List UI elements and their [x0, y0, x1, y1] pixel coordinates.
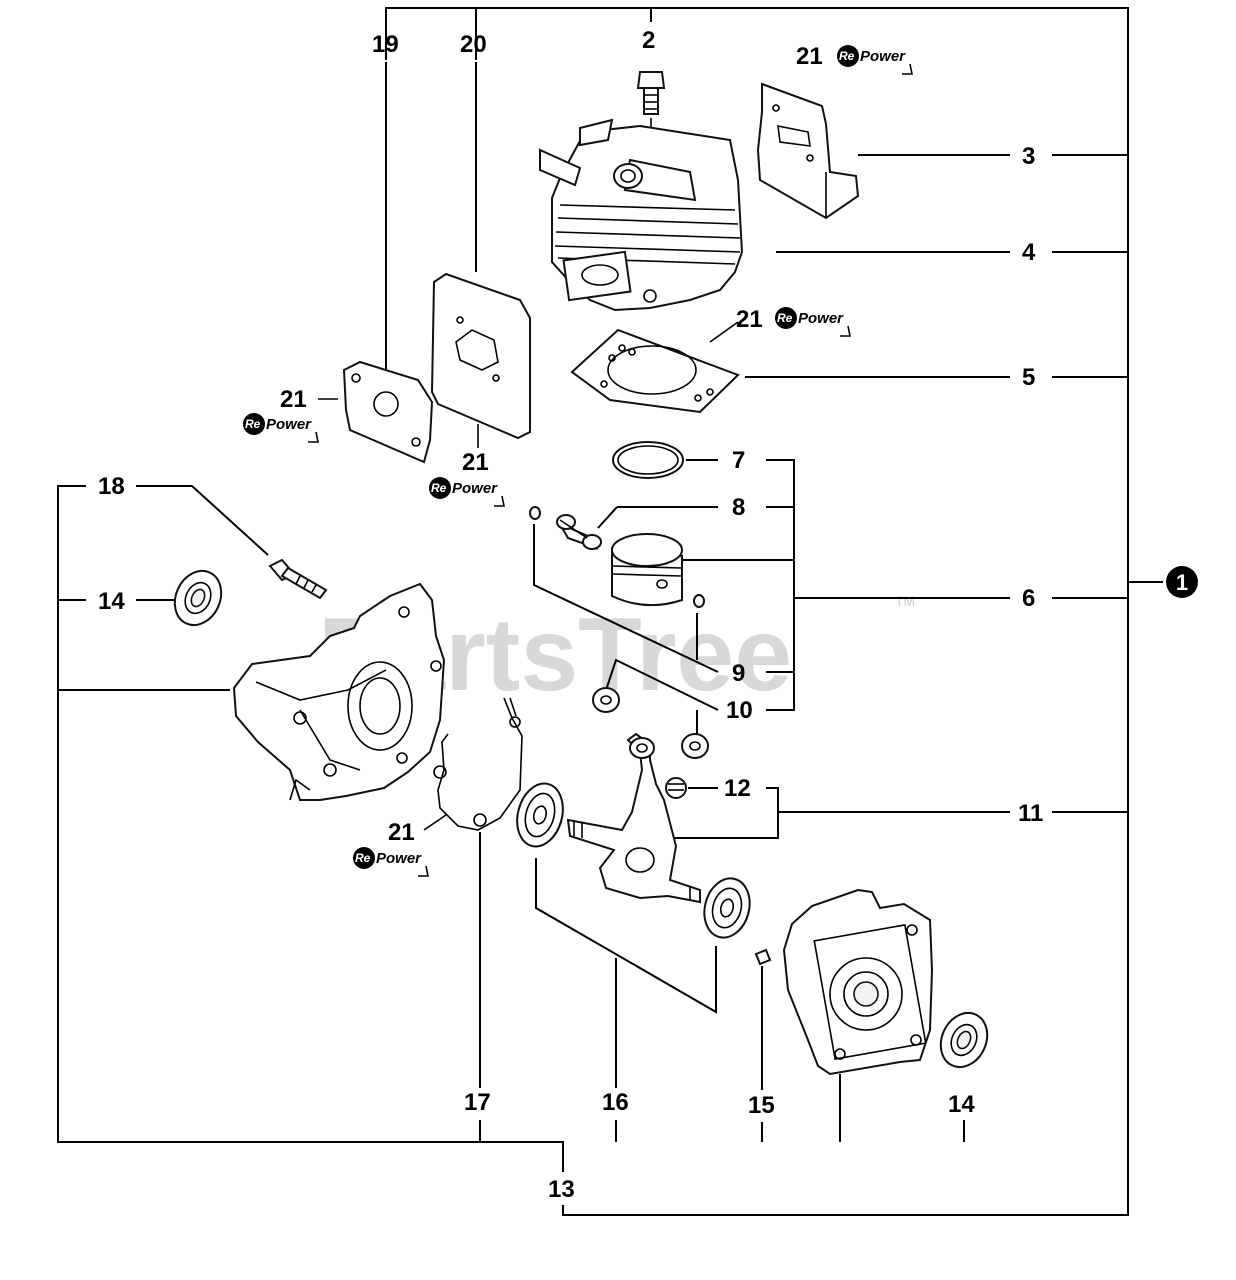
ball-bearing-right	[703, 877, 751, 939]
crankcase-right	[782, 888, 934, 1076]
callout-18: 18	[98, 473, 125, 500]
svg-text:Power: Power	[798, 310, 844, 327]
callout-13: 13	[548, 1176, 575, 1203]
piston-pin	[556, 514, 602, 550]
svg-text:Re: Re	[431, 481, 447, 495]
circlip-right	[693, 594, 705, 608]
callout-16: 16	[602, 1089, 629, 1116]
svg-text:Re: Re	[355, 851, 371, 865]
piston-ring-inner	[617, 445, 679, 475]
woodruff-key	[754, 948, 772, 966]
leader-lines	[57, 7, 1163, 1216]
svg-text:Power: Power	[266, 416, 312, 433]
svg-text:1: 1	[1176, 570, 1188, 595]
callout-5: 5	[1022, 364, 1035, 391]
circlip-left	[529, 506, 541, 520]
callout-15: 15	[748, 1092, 775, 1119]
callout-19: 19	[372, 31, 399, 58]
oil-seal-right	[939, 1011, 989, 1069]
thrust-washer-lower	[681, 733, 709, 759]
svg-text:Power: Power	[376, 850, 422, 867]
callout-14-left: 14	[98, 588, 125, 615]
ball-bearing-left	[516, 782, 564, 848]
callout-8: 8	[732, 494, 745, 521]
piston	[611, 533, 683, 607]
callout-6: 6	[1022, 585, 1035, 612]
crankcase-left	[232, 582, 446, 801]
svg-text:Power: Power	[860, 48, 906, 65]
needle-bearing	[665, 777, 687, 799]
repower-badge-middle: Re Power	[429, 477, 505, 507]
callout-21-low: 21	[388, 819, 415, 846]
intake-gasket	[430, 272, 531, 440]
callout-7: 7	[732, 447, 745, 474]
cylinder	[539, 118, 744, 312]
callout-12: 12	[724, 775, 751, 802]
callout-21-top: 21	[796, 43, 823, 70]
svg-text:Re: Re	[245, 417, 261, 431]
callout-20: 20	[460, 31, 487, 58]
svg-text:Re: Re	[839, 49, 855, 63]
crankcase-bolt	[268, 558, 328, 600]
callout-11: 11	[1018, 800, 1043, 827]
svg-text:Re: Re	[777, 311, 793, 325]
callout-10: 10	[726, 697, 753, 724]
callout-9: 9	[732, 660, 745, 687]
repower-badge-left: Re Power	[243, 413, 319, 443]
repower-badge-cylinder: Re Power	[775, 307, 851, 337]
assembly-marker: 1	[1166, 566, 1198, 598]
callout-3: 3	[1022, 143, 1035, 170]
watermark-tm: TM	[895, 593, 915, 609]
callout-4: 4	[1022, 239, 1036, 266]
cylinder-bolt	[636, 71, 666, 115]
heat-shield	[756, 82, 860, 220]
callout-21-left-gasket: 21	[280, 386, 307, 413]
callout-14-right: 14	[948, 1091, 975, 1118]
piston-ring	[612, 441, 684, 479]
crankcase-gasket	[433, 697, 523, 831]
repower-badge-top: Re Power	[837, 45, 913, 75]
svg-text:Power: Power	[452, 480, 498, 497]
callout-21-middle: 21	[462, 449, 489, 476]
repower-badge-low: Re Power	[353, 847, 429, 877]
callout-2: 2	[642, 27, 655, 54]
callout-21-cylinder-gasket: 21	[736, 306, 763, 333]
insulator-gasket	[342, 360, 434, 464]
oil-seal-left	[173, 569, 223, 627]
cylinder-gasket	[570, 328, 740, 414]
thrust-washer-upper	[592, 687, 620, 713]
callout-17: 17	[464, 1089, 491, 1116]
crankshaft	[566, 732, 701, 904]
